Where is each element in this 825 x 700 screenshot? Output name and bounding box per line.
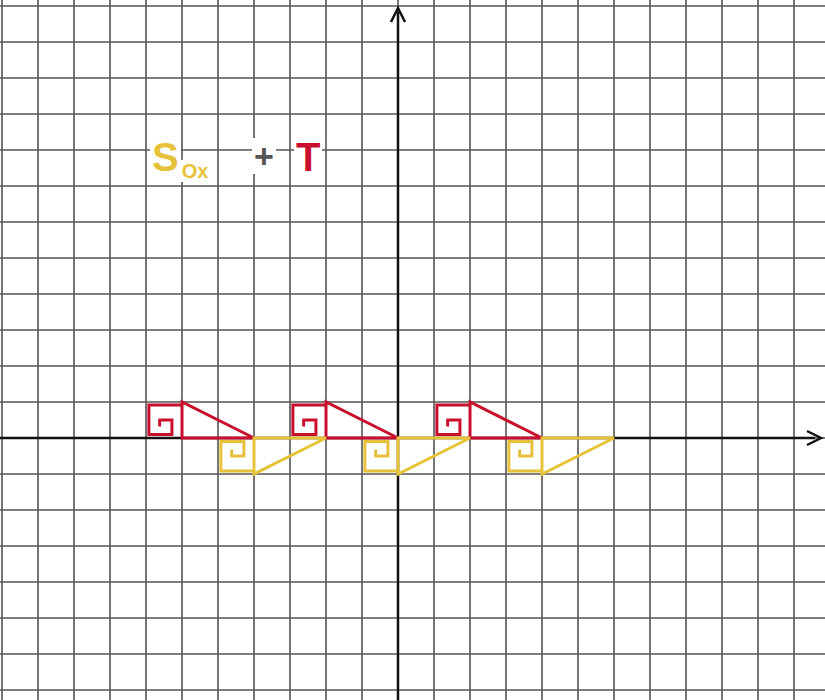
right-triangle [326, 402, 398, 438]
right-triangle [542, 438, 614, 474]
grid-line [397, 0, 399, 700]
grid-line [577, 0, 579, 700]
grid-line [721, 0, 723, 700]
y-axis [397, 12, 400, 700]
grid-line [0, 509, 825, 511]
right-triangle [254, 438, 326, 474]
grid-line [0, 77, 825, 79]
grid-line [0, 689, 825, 691]
translation-symbol: T [294, 136, 322, 178]
grid-line [0, 473, 825, 475]
grid-line [181, 0, 183, 700]
grid-line [0, 401, 825, 403]
axis-subscript: Ox [180, 160, 211, 182]
original-figure [437, 402, 542, 438]
grid-line [145, 0, 147, 700]
grid-line [0, 581, 825, 583]
original-figure [293, 402, 398, 438]
grid-line [0, 653, 825, 655]
grid-line [361, 0, 363, 700]
reflection-symbol: S [150, 136, 181, 178]
spiral-hook [365, 442, 398, 472]
grid-line [649, 0, 651, 700]
grid-line [0, 113, 825, 115]
original-figure [149, 402, 254, 438]
grid-line [0, 41, 825, 43]
spiral-hook [149, 405, 182, 435]
grid-line [109, 0, 111, 700]
spiral-hook [293, 405, 326, 435]
axis-arrow [391, 8, 405, 22]
grid-line [37, 0, 39, 700]
grid-line [433, 0, 435, 700]
grid-line [1, 0, 3, 700]
glide-reflected-figure [509, 438, 614, 474]
spiral-hook [437, 405, 470, 435]
grid-line [217, 0, 219, 700]
plus-sign: + [252, 138, 276, 174]
grid-line [0, 293, 825, 295]
grid-line [469, 0, 471, 700]
grid-line [0, 545, 825, 547]
grid-line [0, 617, 825, 619]
spiral-hook [221, 442, 254, 472]
right-triangle [470, 402, 542, 438]
grid-line [505, 0, 507, 700]
axes [0, 8, 821, 700]
grid-line [541, 0, 543, 700]
glide-reflected-figure [221, 438, 326, 474]
grid-line [0, 5, 825, 7]
glide-reflected-figure [365, 438, 470, 474]
grid-line [325, 0, 327, 700]
grid-line [0, 221, 825, 223]
axis-arrow [807, 431, 821, 445]
grid-line [253, 0, 255, 700]
spiral-hook [509, 442, 542, 472]
grid-line [793, 0, 795, 700]
right-triangle [398, 438, 470, 474]
right-triangle [182, 402, 254, 438]
grid-line [0, 185, 825, 187]
grid-line [0, 365, 825, 367]
grid-line [613, 0, 615, 700]
grid-line [0, 257, 825, 259]
grid-line [289, 0, 291, 700]
grid-line [0, 329, 825, 331]
grid-line [685, 0, 687, 700]
grid-line [757, 0, 759, 700]
grid-line [0, 149, 825, 151]
grid-line [73, 0, 75, 700]
